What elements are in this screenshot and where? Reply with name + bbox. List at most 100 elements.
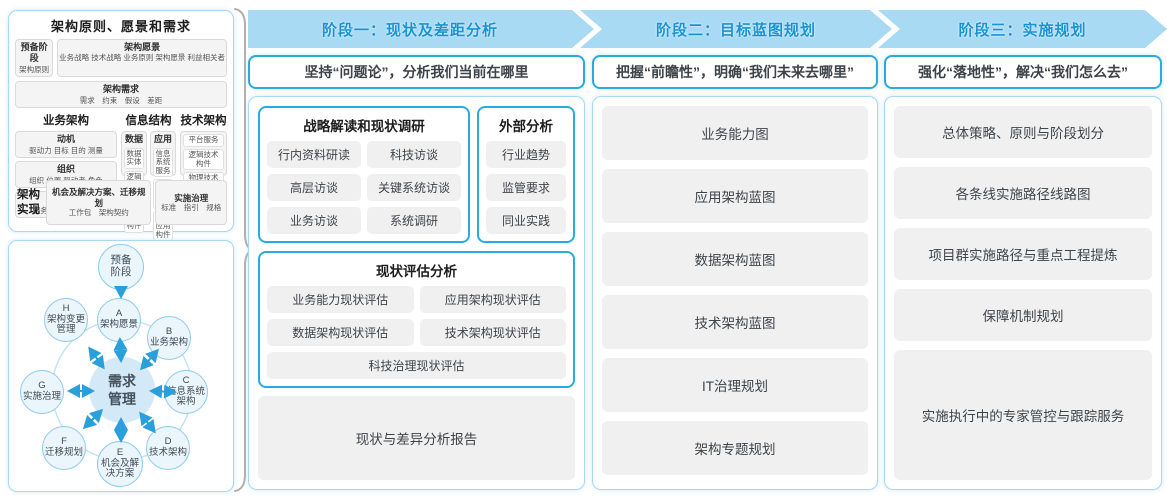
technology-item: 逻辑技术构件 [183, 148, 224, 171]
implementation-governance-box: 实施治理 标准 指引 规格 [155, 180, 227, 225]
adm-node-label: 架构变更管理 [46, 313, 85, 336]
phase3-item: 项目群实施路径与重点工程提炼 [894, 228, 1152, 280]
requirements-title: 架构需求 [102, 84, 139, 95]
implementation-governance-items: 标准 指引 规格 [161, 202, 222, 212]
adm-node-e: E 机会及解决方案 [97, 441, 143, 487]
survey-item: 业务访谈 [267, 207, 361, 234]
adm-node-label: 架构愿景 [99, 319, 138, 330]
external-analysis-box: 外部分析 行业趋势 监管要求 同业实践 [477, 106, 575, 243]
strategy-survey-grid: 行内资料研读 科技访谈 高层访谈 关键系统访谈 业务访谈 系统调研 [267, 141, 461, 234]
survey-item: 关键系统访谈 [367, 174, 461, 201]
architecture-vision-box: 架构愿景 业务战略 技术战略 业务原则 架构愿景 利益相关者 [57, 39, 227, 78]
phase3-header: 阶段三：实施规划 [878, 10, 1167, 48]
opportunities-migration-items: 工作包 架构契约 [68, 207, 129, 217]
assessment-title: 现状评估分析 [376, 264, 457, 279]
business-architecture-title: 业务架构 [43, 115, 89, 128]
phase3-item: 总体策略、原则与阶段划分 [894, 106, 1152, 158]
strategy-survey-title: 战略解读和现状调研 [303, 119, 425, 134]
adm-center-label: 需求管理 [108, 372, 136, 407]
phase2-item: 数据架构蓝图 [602, 232, 868, 286]
adm-node-c: C 信息系统架构 [164, 370, 208, 414]
survey-item: 科技访谈 [367, 141, 461, 168]
external-item: 同业实践 [486, 207, 566, 234]
motivation-items: 驱动力 目标 目的 测量 [29, 145, 103, 155]
preliminary-title: 预备阶段 [20, 42, 48, 64]
phase2-subtitle-label: 把握“前瞻性”，明确“我们未来去哪里” [616, 64, 854, 80]
assessment-item: 应用架构现状评估 [419, 286, 566, 313]
adm-node-label: 机会及解决方案 [100, 457, 139, 480]
architecture-requirements-box: 架构需求 需求 约束 假设 差距 [15, 81, 227, 109]
phase3-item: 各条线实施路径线路图 [894, 167, 1152, 219]
adm-node-label: 迁移规划 [44, 447, 83, 458]
information-structure-title: 信息结构 [125, 115, 172, 128]
adm-node-letter: A [115, 308, 123, 320]
architecture-principles-panel: 架构原则、愿景和需求 预备阶段 架构原则 架构愿景 业务战略 技术战略 业务原则… [8, 10, 234, 242]
gap-analysis-report-label: 现状与差异分析报告 [355, 432, 478, 447]
realization-label: 架构实现 [17, 188, 40, 216]
external-analysis-list: 行业趋势 监管要求 同业实践 [486, 141, 566, 234]
application-column: 应用 信息系统服务 逻辑应用构件 物理应用构件 [150, 131, 176, 242]
adm-node-letter: G [38, 380, 46, 392]
application-column-title: 应用 [153, 134, 172, 145]
opportunities-migration-box: 机会及解决方案、迁移规划 工作包 架构契约 [46, 180, 152, 225]
adm-node-letter: E [116, 447, 124, 459]
preliminary-vision-row: 预备阶段 架构原则 架构愿景 业务战略 技术战略 业务原则 架构愿景 利益相关者 [15, 39, 227, 78]
adm-node-d: D 技术架构 [146, 426, 190, 470]
adm-node-letter: D [164, 436, 172, 448]
opportunities-migration-title: 机会及解决方案、迁移规划 [51, 187, 146, 208]
adm-node-letter: C [182, 375, 190, 387]
vision-title: 架构愿景 [124, 42, 161, 52]
application-item: 信息系统服务 [153, 147, 173, 178]
architecture-realization-row: 架构实现 机会及解决方案、迁移规划 工作包 架构契约 实施治理 标准 指引 规格 [15, 180, 227, 225]
phase3-item: 保障机制规划 [894, 289, 1152, 341]
adm-node-label: 技术架构 [148, 447, 187, 458]
phase2-item: 架构专题规划 [602, 421, 868, 475]
requirements-items: 需求 约束 假设 差距 [79, 95, 163, 105]
data-column: 数据 数据实体 逻辑数据构件 物理数据构件 [121, 131, 147, 233]
phase3-subtitle-label: 强化“落地性”，解决“我们怎么去” [918, 64, 1128, 80]
phase1-content-column: 战略解读和现状调研 行内资料研读 科技访谈 高层访谈 关键系统访谈 业务访谈 系… [248, 96, 585, 490]
information-columns: 数据 数据实体 逻辑数据构件 物理数据构件 应用 信息系统服务 逻辑应用构件 物… [121, 131, 176, 242]
vision-items: 业务战略 技术战略 业务原则 架构愿景 利益相关者 [59, 53, 225, 63]
adm-node-letter: F [61, 436, 67, 448]
adm-node-h: H 架构变更管理 [44, 298, 88, 342]
adm-node-letter: H [62, 303, 70, 315]
current-state-assessment-box: 现状评估分析 业务能力现状评估 应用架构现状评估 数据架构现状评估 技术架构现状… [258, 251, 575, 388]
implementation-governance-title: 实施治理 [174, 192, 209, 203]
external-item: 行业趋势 [486, 141, 566, 168]
technology-column: 平台服务 逻辑技术构件 物理技术构件 [180, 131, 227, 194]
adm-node-a: A 架构愿景 [97, 298, 141, 342]
phase3-item: 实施执行中的专家管控与跟踪服务 [894, 350, 1152, 480]
survey-item: 系统调研 [367, 207, 461, 234]
adm-node-b: B 业务架构 [147, 316, 191, 360]
data-column-title: 数据 [124, 134, 143, 145]
phase1-top-row: 战略解读和现状调研 行内资料研读 科技访谈 高层访谈 关键系统访谈 业务访谈 系… [258, 106, 575, 243]
phase1-header: 阶段一：现状及差距分析 [248, 10, 594, 48]
phase2-content-column: 业务能力图 应用架构蓝图 数据架构蓝图 技术架构蓝图 IT治理规划 架构专题规划 [592, 96, 878, 490]
external-analysis-title: 外部分析 [499, 119, 553, 134]
phase2-item: IT治理规划 [602, 358, 868, 412]
survey-item: 高层访谈 [267, 174, 361, 201]
adm-node-label: 预备阶段 [110, 254, 132, 278]
information-structure-section: 信息结构 数据 数据实体 逻辑数据构件 物理数据构件 应用 信息系统服务 逻辑应… [121, 112, 176, 242]
motivation-title: 动机 [56, 134, 75, 145]
assessment-item: 科技治理现状评估 [267, 352, 566, 379]
adm-node-preliminary: 预备阶段 [98, 244, 144, 290]
organization-title: 组织 [56, 164, 75, 175]
strategy-survey-box: 战略解读和现状调研 行内资料研读 科技访谈 高层访谈 关键系统访谈 业务访谈 系… [258, 106, 470, 243]
phase2-item: 业务能力图 [602, 106, 868, 160]
panel-title: 架构原则、愿景和需求 [50, 19, 191, 34]
adm-node-label: 实施治理 [22, 391, 61, 402]
phase1-subtitle-label: 坚持“问题论”，分析我们当前在哪里 [304, 64, 529, 80]
phase2-header: 阶段二：目标蓝图规划 [580, 10, 892, 48]
gap-analysis-report-box: 现状与差异分析报告 [258, 396, 575, 480]
architecture-sections-row: 业务架构 动机 驱动力 目标 目的 测量 组织 组织 位置 驱动者 角色 功能 … [15, 112, 227, 242]
adm-center-requirements-management: 需求管理 [89, 357, 155, 423]
technology-architecture-section: 技术架构 平台服务 逻辑技术构件 物理技术构件 [180, 112, 227, 194]
assessment-item: 技术架构现状评估 [419, 319, 566, 346]
phase3-header-label: 阶段三：实施规划 [958, 21, 1087, 39]
motivation-box: 动机 驱动力 目标 目的 测量 [15, 131, 117, 159]
technology-item: 平台服务 [183, 134, 224, 147]
phase2-subtitle: 把握“前瞻性”，明确“我们未来去哪里” [592, 55, 878, 89]
